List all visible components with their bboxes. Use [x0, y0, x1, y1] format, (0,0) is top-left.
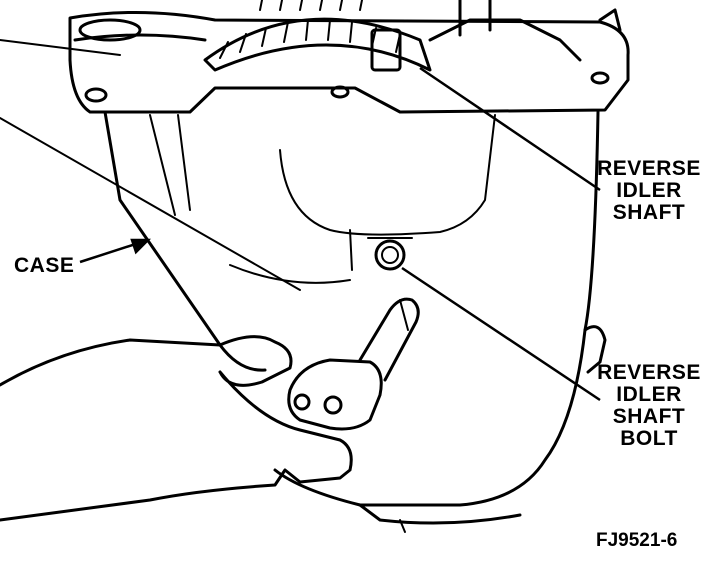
reverse-idler-shaft-leader: [419, 66, 601, 192]
label-reverse-idler-shaft-bolt: REVERSE IDLER SHAFT BOLT: [596, 362, 702, 450]
label-line: REVERSE: [597, 157, 701, 180]
case-flange: [68, 10, 630, 114]
label-line: SHAFT: [612, 201, 686, 224]
reverse-idler-shaft-bolt-leader: [401, 266, 601, 402]
ratchet: [287, 358, 383, 431]
label-case: CASE: [14, 254, 75, 277]
wrench-handle: [358, 297, 420, 382]
label-line: SHAFT: [612, 405, 686, 428]
reverse-idler-shaft-bolt: [374, 239, 406, 271]
gear: [203, 17, 432, 72]
label-line: REVERSE: [597, 361, 701, 384]
label-line: IDLER: [616, 383, 682, 406]
case-body: [103, 110, 267, 372]
label-line: IDLER: [616, 179, 682, 202]
label-line: BOLT: [620, 427, 678, 450]
label-reverse-idler-shaft: REVERSE IDLER SHAFT: [596, 158, 702, 224]
figure-id: FJ9521-6: [596, 530, 678, 551]
hand: [0, 335, 353, 522]
